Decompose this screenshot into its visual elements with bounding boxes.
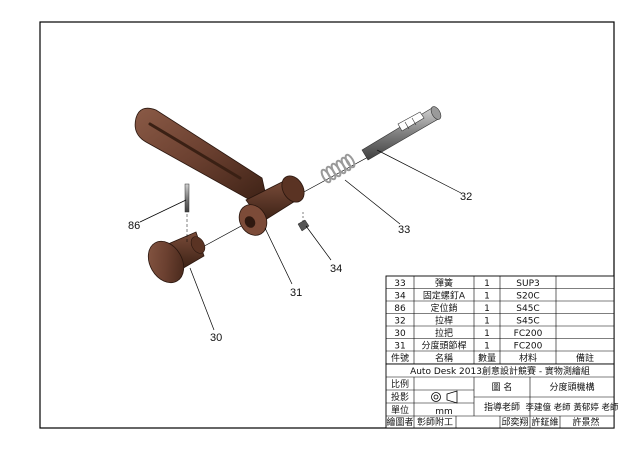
bom-row-2-qty: 1: [484, 292, 490, 302]
part-32-pull-rod: [361, 106, 442, 161]
bom-row-3-no: 86: [394, 304, 406, 314]
projection-label: 投影: [391, 391, 409, 403]
part-30-knob: [147, 231, 206, 284]
bom-row-4-name: 拉桿: [435, 315, 453, 327]
exploded-view: [134, 106, 442, 284]
contest-title: Auto Desk 2013創意設計競賽 - 實物測繪組: [410, 365, 590, 377]
title-block: Auto Desk 2013創意設計競賽 - 實物測繪組 比例 投影 單位 mm…: [385, 363, 619, 429]
bom-row-3-qty: 1: [484, 304, 490, 314]
balloon-labels: 32 33 86 34 31 30: [128, 191, 472, 344]
scale-label: 比例: [391, 378, 409, 390]
part-34-set-screw: [297, 212, 310, 232]
balloon-32: 32: [460, 191, 472, 203]
projection-symbol-icon: [431, 390, 458, 404]
drafter-label: 繪圖者: [386, 416, 413, 428]
drawing-name: 分度頭機構: [549, 381, 594, 393]
sheet-border: [39, 21, 615, 429]
parts-list-table: 33 彈簧 1 SUP3 34 固定螺釘A 1 S20C 86 定位銷 1 S4…: [385, 275, 615, 365]
bom-row-6-no: 31: [394, 342, 405, 352]
bom-header-qty: 數量: [478, 352, 496, 364]
bom-row-3-material: S45C: [516, 304, 539, 314]
part-33-spring: [320, 153, 356, 184]
bom-row-2-material: S20C: [516, 292, 539, 302]
balloon-33: 33: [398, 224, 410, 236]
bom-header-no: 件號: [391, 352, 409, 364]
bom-row-2-name: 固定螺釘A: [423, 290, 466, 302]
advisors: 李建億 老師 黃郁婷 老師: [525, 402, 619, 413]
bom-row-5-no: 30: [394, 329, 406, 339]
part-31-index-arm: [134, 107, 305, 236]
bom-row-4-qty: 1: [484, 317, 490, 327]
leader-lines: [139, 149, 462, 331]
student-1: 邱奕翔: [501, 416, 528, 428]
balloon-31: 31: [290, 287, 302, 299]
advisor-label: 指導老師: [484, 401, 520, 413]
balloon-86: 86: [128, 220, 140, 232]
bom-row-6-material: FC200: [514, 342, 543, 352]
student-3: 許景然: [572, 416, 599, 428]
bom-header-name: 名稱: [435, 352, 453, 364]
unit-value: mm: [435, 407, 453, 417]
drawing-name-label: 圖 名: [492, 381, 513, 393]
bom-row-1-qty: 1: [484, 279, 490, 289]
bom-header-remark: 備註: [576, 352, 594, 364]
drafter-dept: 彰師附工: [417, 416, 453, 428]
bom-row-5-name: 拉把: [435, 327, 453, 339]
bom-row-3-name: 定位銷: [430, 302, 457, 314]
bom-row-1-no: 33: [394, 279, 405, 289]
bom-row-4-material: S45C: [516, 317, 539, 327]
bom-row-6-qty: 1: [484, 342, 490, 352]
student-2: 許鉦維: [531, 416, 558, 428]
bom-row-5-qty: 1: [484, 329, 490, 339]
bom-row-1-material: SUP3: [516, 279, 539, 289]
balloon-34: 34: [330, 263, 342, 275]
unit-label: 單位: [391, 404, 409, 416]
balloon-30: 30: [210, 332, 222, 344]
bom-row-6-name: 分度頭節桿: [421, 340, 466, 352]
bom-row-5-material: FC200: [514, 329, 543, 339]
bom-row-1-name: 彈簧: [435, 277, 453, 289]
bom-row-4-no: 32: [394, 317, 405, 327]
bom-header-material: 材料: [519, 352, 537, 364]
part-86-dowel-pin: [184, 183, 190, 242]
bom-row-2-no: 34: [394, 292, 406, 302]
